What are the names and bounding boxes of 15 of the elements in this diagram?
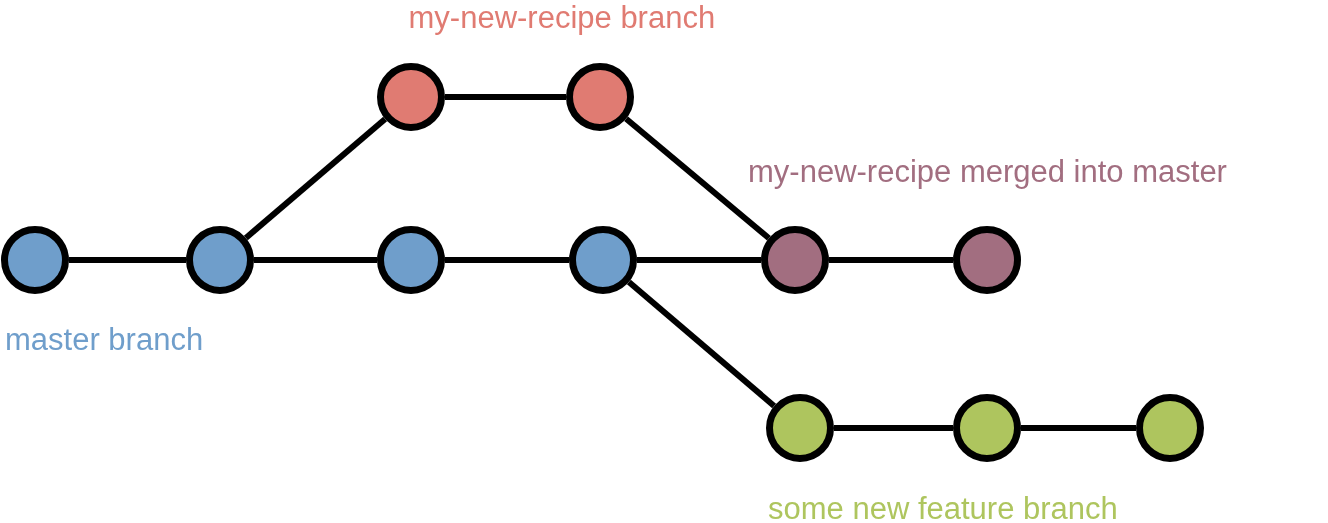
- branch-line: [445, 94, 566, 100]
- branch-label: my-new-recipe branch: [408, 0, 716, 36]
- branch-line: [1021, 425, 1136, 431]
- branch-label: my-new-recipe merged into master: [748, 154, 1227, 190]
- branch-line: [637, 257, 761, 263]
- branch-line: [624, 116, 771, 241]
- branch-line: [626, 279, 777, 409]
- branch-line: [834, 425, 953, 431]
- branch-line: [243, 116, 388, 241]
- branch-line: [69, 257, 186, 263]
- branch-label: master branch: [5, 322, 204, 358]
- branch-line: [254, 257, 377, 263]
- branch-line: [829, 257, 953, 263]
- branch-line: [445, 257, 569, 263]
- branch-label: some new feature branch: [768, 491, 1118, 523]
